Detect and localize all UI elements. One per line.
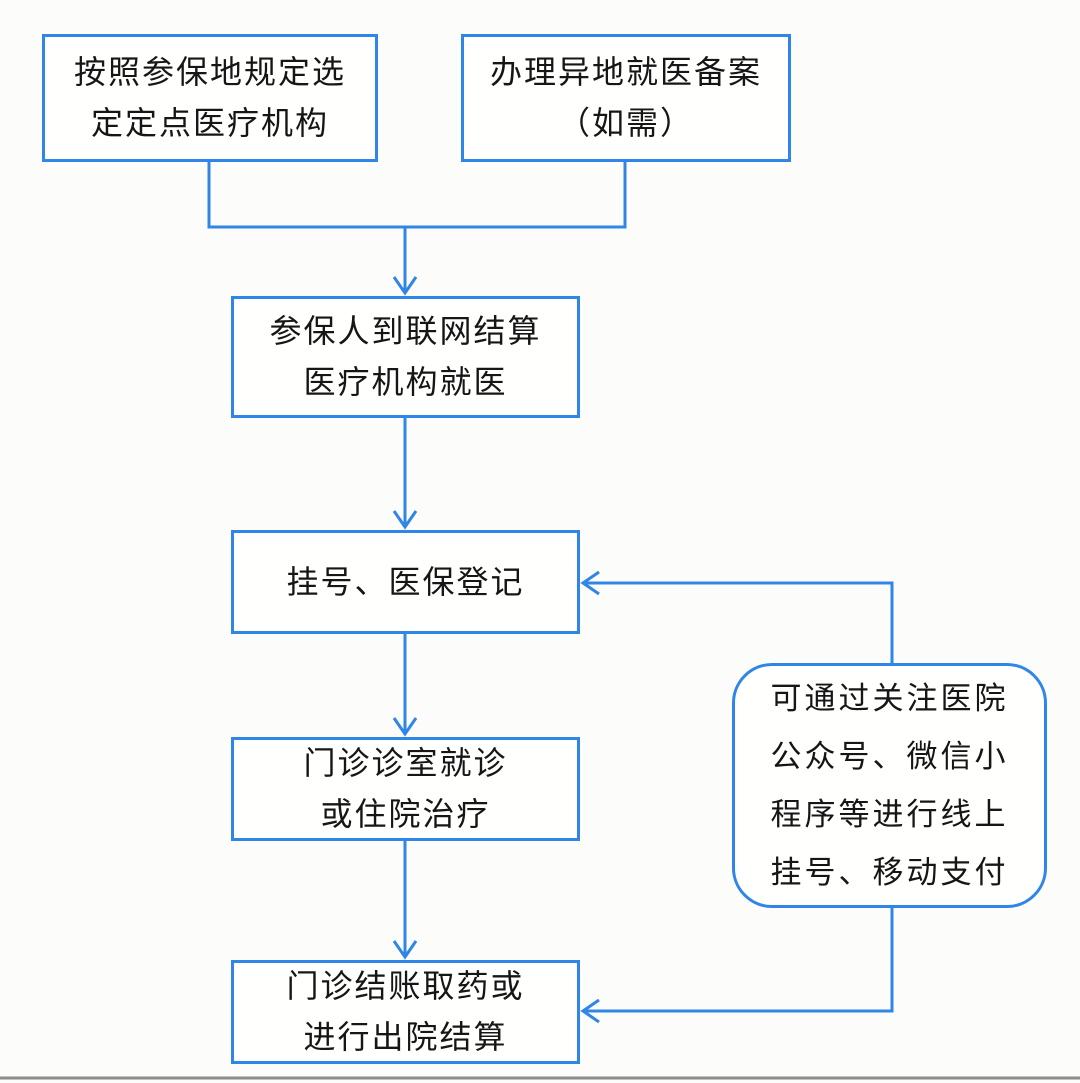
node-remote-filing-line2: （如需） (557, 105, 694, 141)
arrowhead-down-icon (392, 276, 418, 296)
node-online-tip-line4: 挂号、移动支付 (770, 854, 1009, 890)
node-online-tip-line2: 公众号、微信小 (770, 738, 1009, 774)
node-online-tip-line1: 可通过关注医院 (770, 680, 1009, 716)
node-online-tip: 可通过关注医院 公众号、微信小 程序等进行线上 挂号、移动支付 (732, 663, 1047, 908)
tip-to-settle-line (586, 908, 894, 1013)
node-remote-filing: 办理异地就医备案 （如需） (461, 34, 791, 162)
node-clinic-line1: 门诊诊室就诊 (303, 745, 508, 781)
node-select-provider-line2: 定定点医疗机构 (90, 105, 329, 141)
arrowhead-down-icon (392, 940, 418, 960)
merge-connector-line (207, 162, 627, 229)
node-clinic-or-inpatient: 门诊诊室就诊 或住院治疗 (231, 737, 580, 841)
arrowhead-down-icon (392, 510, 418, 530)
node-visit-networked-line2: 医疗机构就医 (303, 364, 508, 400)
node-register-line1: 挂号、医保登记 (286, 563, 525, 600)
node-visit-networked: 参保人到联网结算 医疗机构就医 (231, 296, 580, 418)
arrowhead-down-icon (392, 717, 418, 737)
node-select-provider-line1: 按照参保地规定选 (73, 54, 346, 90)
node-settle: 门诊结账取药或 进行出院结算 (231, 960, 580, 1064)
tip-to-register-line (586, 581, 894, 663)
node-remote-filing-line1: 办理异地就医备案 (489, 54, 762, 90)
node-online-tip-line3: 程序等进行线上 (770, 796, 1009, 832)
arrowhead-left-icon (580, 998, 600, 1024)
node-settle-line1: 门诊结账取药或 (286, 968, 525, 1004)
node-clinic-line2: 或住院治疗 (320, 796, 491, 832)
node-register: 挂号、医保登记 (231, 530, 580, 634)
node-visit-networked-line1: 参保人到联网结算 (269, 313, 542, 349)
node-settle-line2: 进行出院结算 (303, 1019, 508, 1055)
node-select-provider: 按照参保地规定选 定定点医疗机构 (42, 34, 378, 162)
arrowhead-left-icon (580, 570, 600, 596)
